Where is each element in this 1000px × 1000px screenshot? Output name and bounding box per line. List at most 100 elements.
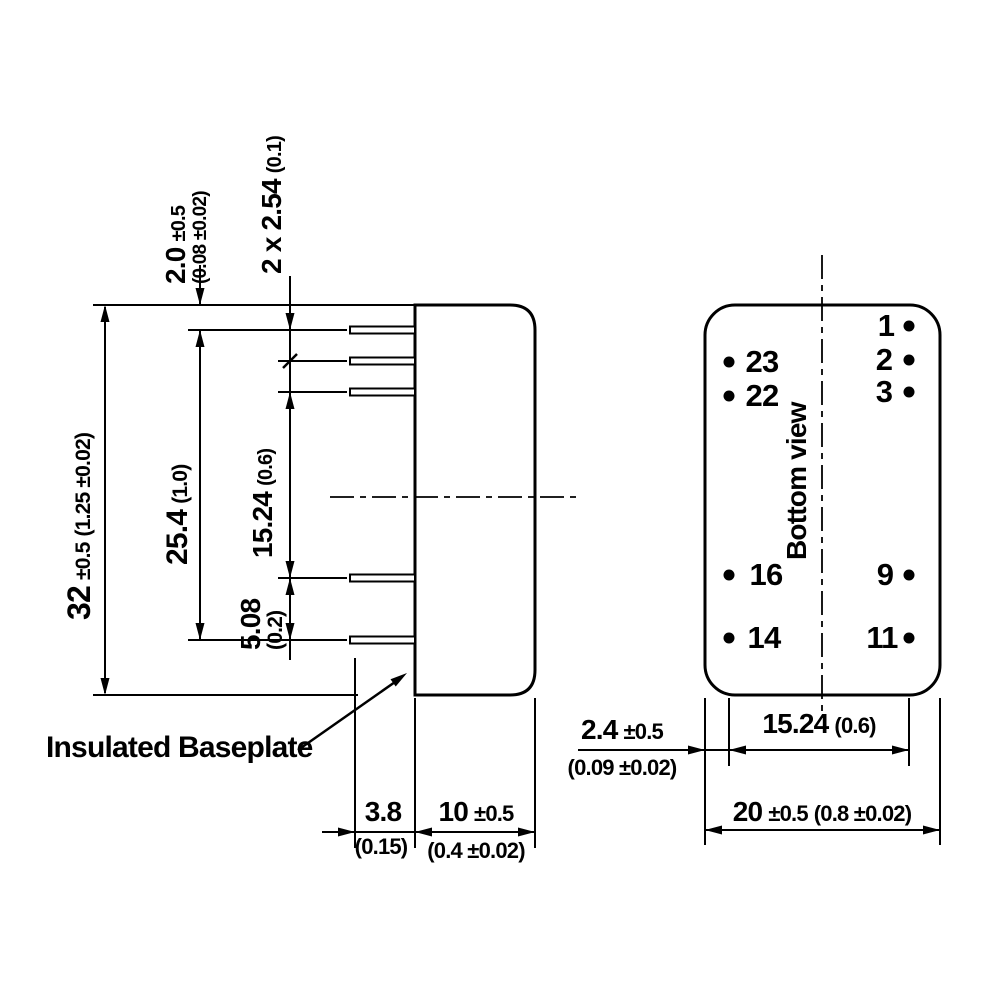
dim-mid-gap-label: 15.24 (0.6) [247, 448, 278, 558]
dim-row-value: 15.24 [762, 708, 829, 739]
dim-pitch-label: 2 x 2.54 (0.1) [256, 136, 287, 274]
dim-lower-pitch-line2: (0.2) [264, 599, 288, 650]
dim-lower-pitch-inch: (0.2) [264, 610, 288, 650]
baseplate-leader-arrowhead [390, 673, 407, 687]
dim-edge-label: 2.4±0.5 [581, 716, 664, 744]
pin-label-16-text: 16 [749, 556, 784, 592]
dim-pin-length-inch: (0.15) [354, 834, 408, 859]
dim-pin-length-value: 3.8 [364, 796, 402, 827]
dim-depth-label: 10±0.5 [438, 796, 514, 827]
dim-height-value: 32 [61, 586, 97, 620]
pin-lead-4 [349, 573, 416, 583]
pin-label-2-text: 2 [875, 341, 893, 377]
pin-dot-14 [723, 632, 735, 644]
pin-dot-23 [723, 356, 735, 368]
pin-label-2: 2 [875, 341, 893, 377]
arrowhead [923, 825, 940, 835]
insulated-baseplate-label: Insulated Baseplate [46, 733, 313, 763]
arrowhead [195, 623, 205, 640]
arrowhead [195, 288, 205, 305]
dim-depth-tol: ±0.5 [474, 801, 514, 826]
pin-lead-2 [349, 356, 416, 366]
pin-label-1: 1 [877, 307, 895, 343]
dim-lower-pitch-label: 5.08 (0.2) [235, 598, 288, 650]
arrowhead [100, 678, 110, 695]
dim-pitch-inch: (0.1) [264, 136, 286, 174]
arrowhead [705, 825, 722, 835]
bottom-view-text: Bottom view [781, 402, 812, 560]
dim-pin-span-inch: (1.0) [169, 464, 192, 504]
dim-width-inch: (0.8 ±0.02) [813, 801, 912, 826]
arrowhead [285, 392, 295, 409]
dim-edge-tol: ±0.5 [623, 719, 664, 744]
pin-label-23-text: 23 [745, 343, 780, 379]
pin-lead-3 [349, 387, 416, 397]
dim-edge-inch: (0.09 ±0.02) [567, 755, 678, 780]
pin-label-14-text: 14 [747, 619, 782, 655]
arrowhead [285, 313, 295, 330]
dimension-tick [282, 353, 298, 369]
pin-label-14: 14 [747, 619, 782, 655]
pin-label-23: 23 [745, 343, 780, 379]
pin-dot-2 [903, 354, 915, 366]
side-view-linework [93, 265, 577, 848]
arrowhead [285, 623, 295, 640]
pin-label-1-text: 1 [877, 307, 895, 343]
arrowhead [195, 330, 205, 347]
package-body-side [413, 303, 537, 697]
arrowhead [892, 745, 909, 755]
pin-dot-9 [903, 569, 915, 581]
pin-label-3: 3 [875, 373, 893, 409]
pin-label-3-text: 3 [875, 373, 893, 409]
pin-label-11: 11 [866, 619, 898, 655]
dim-edge-inch-label: (0.09 ±0.02) [567, 755, 678, 780]
pin-lead-1 [349, 325, 416, 335]
pin-dot-22 [723, 390, 735, 402]
side-view-arrowheads [100, 288, 535, 837]
dim-standoff-line2: (0.08 ±0.02) [190, 191, 211, 284]
bottom-view-linework [578, 255, 942, 845]
arrowhead [688, 745, 705, 755]
dim-standoff-label: 2.0 ±0.5 (0.08 ±0.02) [160, 191, 211, 284]
pin-lead-5 [349, 635, 416, 645]
dim-height-tol: ±0.5 [72, 542, 95, 580]
dim-standoff-tol: ±0.5 [168, 205, 190, 242]
dim-standoff-value: 2.0 [160, 247, 191, 284]
pin-label-22: 22 [745, 377, 780, 413]
dim-pin-span-value: 25.4 [161, 509, 194, 565]
dim-mid-gap-value: 15.24 [247, 491, 278, 558]
pin-label-11-text: 11 [866, 619, 898, 655]
bottom-view-arrowheads [688, 745, 940, 835]
dim-depth-inch: (0.4 ±0.02) [427, 838, 525, 863]
pin-label-9: 9 [876, 556, 894, 592]
dim-row-inch: (0.6) [834, 713, 876, 738]
dim-pitch-value: 2 x 2.54 [256, 179, 287, 274]
pin-dots [723, 320, 915, 644]
dim-width-tol: ±0.5 [768, 801, 808, 826]
dim-height-inch: (1.25 ±0.02) [72, 432, 95, 537]
dim-mid-gap-inch: (0.6) [255, 448, 277, 486]
dim-height-label: 32 ±0.5 (1.25 ±0.02) [61, 432, 97, 620]
dim-width-value: 20 [732, 796, 763, 827]
dim-standoff-line1: 2.0 ±0.5 [160, 191, 191, 284]
dim-pin-length-inch-label: (0.15) [355, 836, 408, 858]
pin-label-22-text: 22 [745, 377, 780, 413]
arrowhead [729, 745, 746, 755]
arrowhead [100, 305, 110, 322]
dim-depth-inch-label: (0.4 ±0.02) [427, 838, 525, 863]
arrowhead [338, 827, 355, 837]
dim-lower-pitch-line1: 5.08 [235, 598, 266, 650]
arrowhead [285, 578, 295, 595]
pin-label-16: 16 [749, 556, 784, 592]
arrowhead [518, 827, 535, 837]
dim-row-label: 15.24(0.6) [762, 708, 876, 739]
dim-depth-value: 10 [438, 796, 469, 827]
dim-pin-span-label: 25.4 (1.0) [161, 464, 194, 565]
dim-width-label: 20±0.5(0.8 ±0.02) [732, 796, 912, 827]
pin-label-9-text: 9 [876, 556, 894, 592]
dim-pin-length-label: 3.8 [364, 796, 402, 827]
dim-lower-pitch-value: 5.08 [235, 598, 266, 650]
pin-dot-1 [903, 320, 915, 332]
